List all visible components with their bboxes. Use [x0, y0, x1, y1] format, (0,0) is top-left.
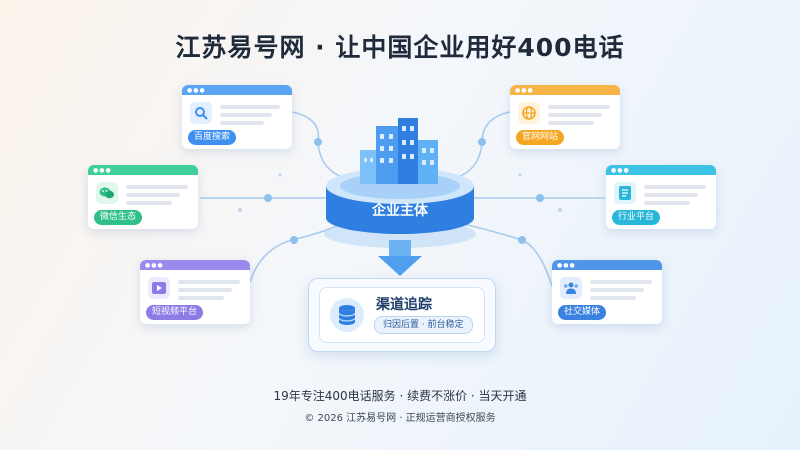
channel-label-baidu: 百度搜索	[188, 130, 237, 145]
channel-card-baidu: ●●● 百度搜索	[182, 85, 292, 149]
node-dot-industry	[536, 194, 544, 202]
wechat-icon	[96, 182, 118, 204]
node-dot-video	[290, 236, 298, 244]
channel-card-wechat: ●●● 微信生态	[88, 165, 198, 229]
channel-label-wechat: 微信生态	[94, 210, 143, 225]
search-icon	[190, 102, 212, 124]
play-icon	[148, 277, 170, 299]
footer-tagline: 19年专注400电话服务 · 续费不涨价 · 当天开通	[273, 389, 527, 403]
footer-copyright: © 2026 江苏易号网 · 正规运营商授权服务	[304, 413, 496, 424]
channel-card-video: ●●● 短视频平台	[140, 260, 250, 324]
arrow-down-icon	[378, 240, 422, 276]
channel-label-social: 社交媒体	[558, 305, 607, 320]
node-dot-baidu	[314, 138, 322, 146]
page-title: 江苏易号网 · 让中国企业用好400电话	[175, 33, 625, 62]
document-icon	[614, 182, 636, 204]
tracking-subtitle: 归因后置 · 前台稳定	[374, 316, 473, 334]
channel-label-video: 短视频平台	[146, 305, 204, 320]
channel-label-website: 官网网站	[516, 130, 565, 145]
channel-card-industry: ●●● 行业平台	[606, 165, 716, 229]
hub-platform-icon	[324, 118, 476, 248]
node-dot-social	[518, 236, 526, 244]
database-icon	[330, 298, 364, 332]
globe-icon	[518, 102, 540, 124]
hub-label: 企业主体	[372, 203, 428, 219]
channel-card-social: ●●● 社交媒体	[552, 260, 662, 324]
channel-label-industry: 行业平台	[612, 210, 661, 225]
node-dot-website	[478, 138, 486, 146]
tracking-title: 渠道追踪	[376, 297, 432, 313]
node-dot-wechat	[264, 194, 272, 202]
people-icon	[560, 277, 582, 299]
channel-tracking-box: 渠道追踪 归因后置 · 前台稳定	[308, 278, 496, 352]
channel-card-website: ●●● 官网网站	[510, 85, 620, 149]
